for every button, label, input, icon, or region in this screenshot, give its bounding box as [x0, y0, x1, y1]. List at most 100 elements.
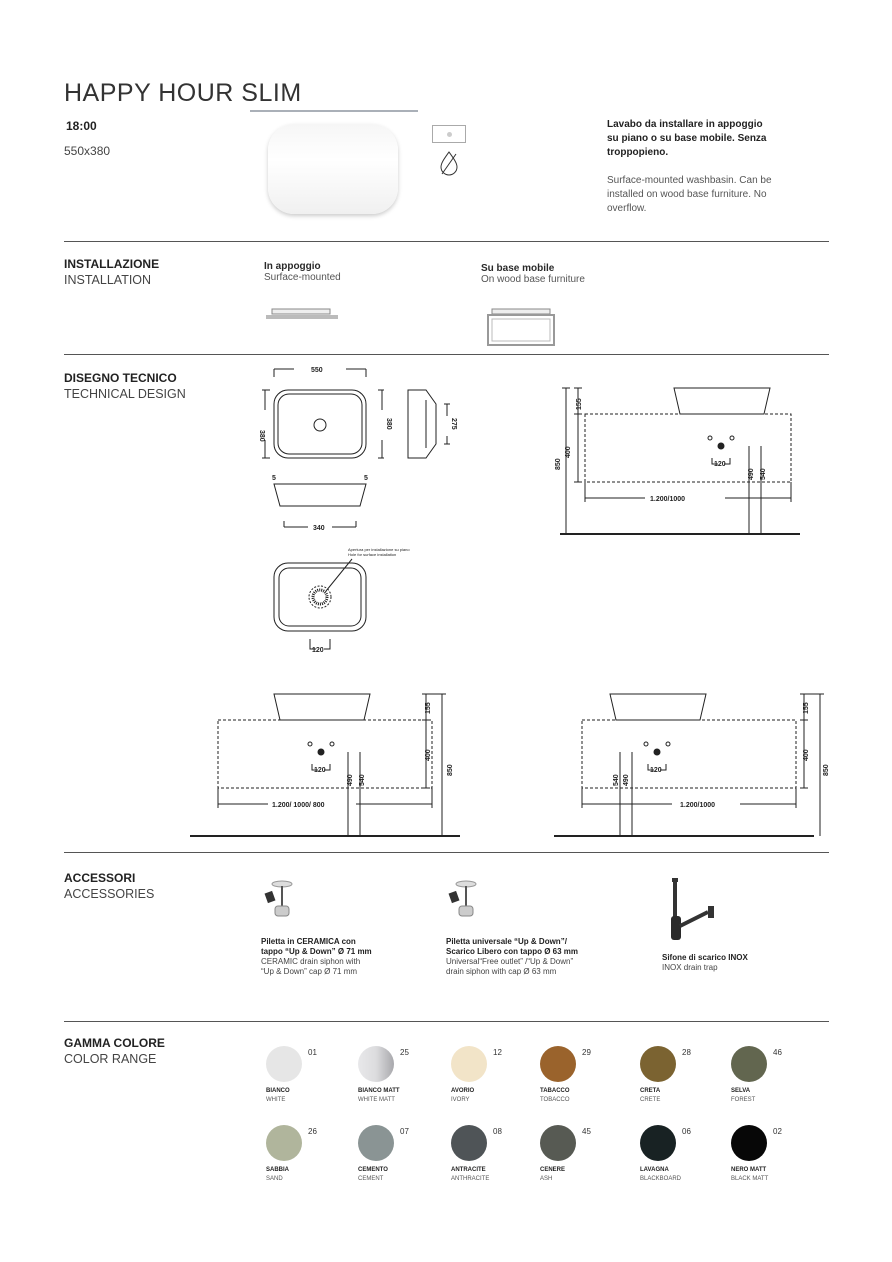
color-code: 29 — [582, 1048, 591, 1057]
dim-depth: 380 — [258, 430, 265, 442]
color-code: 06 — [682, 1127, 691, 1136]
option-en: Surface-mounted — [264, 272, 341, 283]
acc-it: Scarico Libero con tappo Ø 63 mm — [446, 947, 579, 956]
dim-400: 400 — [425, 749, 432, 761]
acc-en: INOX drain trap — [662, 963, 718, 972]
color-name-it: NERO MATT — [731, 1167, 767, 1173]
inox-drain-trap-image — [671, 878, 714, 940]
acc-en: “Up & Down” cap Ø 71 mm — [261, 967, 358, 976]
dim-540: 540 — [359, 774, 366, 786]
dim-850: 850 — [447, 764, 454, 776]
heading-en: ACCESSORIES — [64, 887, 155, 901]
acc-en: drain siphon with cap Ø 63 mm — [446, 967, 557, 976]
color-name: AVORIO IVORY — [451, 1087, 474, 1105]
color-name-it: LAVAGNA — [640, 1167, 669, 1173]
divider — [64, 354, 829, 355]
dim-hole-spacing: 120 — [314, 767, 326, 774]
hole-note-en: Hole for surface installation — [348, 552, 396, 557]
color-name: NERO MATT BLACK MATT — [731, 1166, 768, 1184]
dim-400: 400 — [803, 749, 810, 761]
color-name: ANTRACITE ANTHRACITE — [451, 1166, 489, 1184]
dim-rim-left: 5 — [272, 475, 276, 482]
color-code: 25 — [400, 1048, 409, 1057]
color-name-it: SABBIA — [266, 1167, 290, 1173]
dim-hole-spacing: 120 — [650, 767, 662, 774]
heading-it: INSTALLAZIONE — [64, 257, 160, 271]
color-name-it: TABACCO — [540, 1088, 570, 1094]
color-name-en: BLACK MATT — [731, 1176, 769, 1182]
color-name-it: CRETA — [640, 1088, 661, 1094]
color-name-en: WHITE MATT — [358, 1097, 395, 1103]
color-swatch — [731, 1125, 767, 1161]
color-name-en: IVORY — [451, 1097, 470, 1103]
option-it: Su base mobile — [481, 263, 555, 274]
color-name-en: BLACKBOARD — [640, 1176, 682, 1182]
color-code: 45 — [582, 1127, 591, 1136]
color-swatch — [540, 1046, 576, 1082]
dim-155: 155 — [803, 702, 810, 714]
dim-depth-side: 380 — [385, 418, 392, 430]
color-name-it: AVORIO — [451, 1088, 475, 1094]
color-name-it: BIANCO — [266, 1088, 290, 1094]
dim-155: 155 — [576, 398, 583, 410]
dim-width-range: 1.200/ 1000/ 800 — [272, 802, 325, 809]
accessory-universal-drain: Piletta universale “Up & Down”/Scarico L… — [446, 937, 578, 977]
color-swatch — [358, 1125, 394, 1161]
color-name-en: SAND — [266, 1176, 283, 1182]
dim-height: 275 — [450, 418, 457, 430]
color-swatch — [266, 1046, 302, 1082]
color-name-en: ANTHRACITE — [451, 1176, 490, 1182]
dim-width-range: 1.200/1000 — [680, 802, 715, 809]
divider — [64, 1021, 829, 1022]
color-swatch — [451, 1125, 487, 1161]
no-overflow-drop-icon — [440, 151, 458, 176]
hole-view-drawing: Apertura per installazione su piano Hole… — [273, 547, 410, 654]
color-code: 01 — [308, 1048, 317, 1057]
dim-490: 490 — [347, 774, 354, 786]
divider — [64, 852, 829, 853]
dim-hole: 120 — [312, 647, 324, 654]
heading-it: DISEGNO TECNICO — [64, 371, 177, 385]
acc-it: Piletta universale “Up & Down”/ — [446, 937, 567, 946]
top-side-views-drawing: 550 380 380 275 5 5 340 — [258, 367, 457, 532]
product-title: HAPPY HOUR SLIM — [64, 79, 302, 107]
product-size: 550x380 — [64, 144, 111, 158]
color-name-en: FOREST — [731, 1097, 756, 1103]
surface-mount-drawing — [266, 308, 338, 319]
heading-en: TECHNICAL DESIGN — [64, 387, 186, 401]
color-name-en: ASH — [540, 1176, 553, 1182]
color-name-it: ANTRACITE — [451, 1167, 486, 1173]
product-code: 18:00 — [66, 119, 97, 133]
dim-rim-right: 5 — [364, 475, 368, 482]
furniture-section-drawing-c: 155 400 850 490 540 120 1.200/1000 — [554, 693, 830, 837]
color-code: 08 — [493, 1127, 502, 1136]
technical-heading: DISEGNO TECNICO TECHNICAL DESIGN — [64, 371, 186, 401]
dim-width-range: 1.200/1000 — [650, 496, 685, 503]
heading-en: COLOR RANGE — [64, 1052, 157, 1066]
universal-drain-image — [448, 880, 477, 917]
color-code: 07 — [400, 1127, 409, 1136]
color-swatch — [266, 1125, 302, 1161]
color-name: CENERE ASH — [540, 1166, 565, 1184]
color-code: 26 — [308, 1127, 317, 1136]
description-it: Lavabo da installare in appoggio su pian… — [607, 119, 767, 158]
color-name-it: CENERE — [540, 1167, 566, 1173]
color-name: LAVAGNA BLACKBOARD — [640, 1166, 681, 1184]
description-en: Surface-mounted washbasin. Can be instal… — [607, 175, 772, 214]
surface-mount-icon — [432, 125, 466, 143]
color-name-en: CEMENT — [358, 1176, 384, 1182]
dim-540: 540 — [613, 774, 620, 786]
heading-it: GAMMA COLORE — [64, 1036, 165, 1050]
dim-hole-spacing: 120 — [714, 461, 726, 468]
color-code: 02 — [773, 1127, 782, 1136]
divider — [64, 241, 829, 242]
color-code: 12 — [493, 1048, 502, 1057]
